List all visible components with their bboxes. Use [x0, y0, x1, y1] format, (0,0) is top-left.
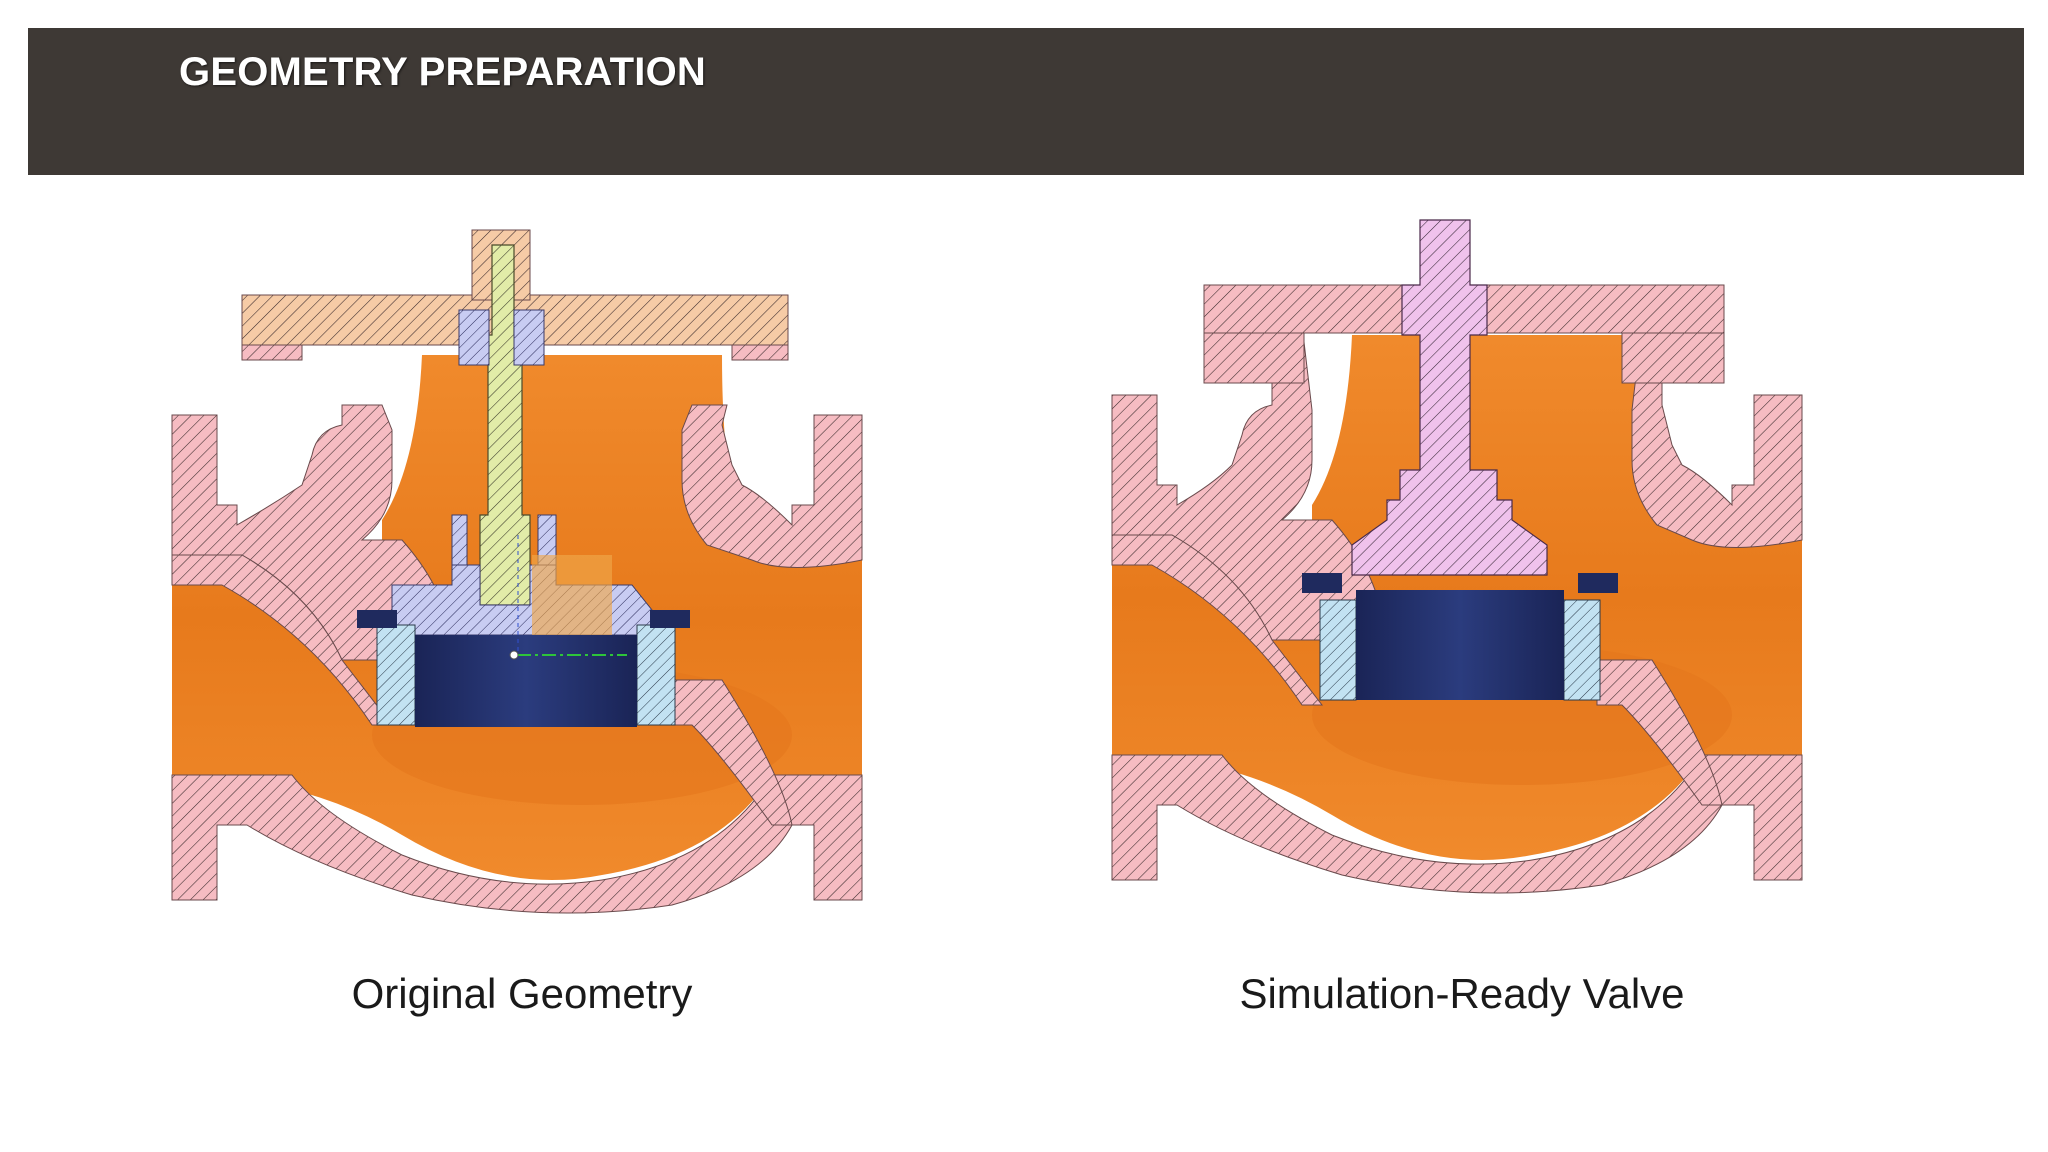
valve-stem: [1351, 219, 1548, 576]
valve-disc: [1356, 590, 1564, 700]
page-title: GEOMETRY PREPARATION: [179, 50, 707, 94]
caption-original: Original Geometry: [351, 970, 693, 1017]
seat-ring-right: [1563, 599, 1601, 701]
header-bar: [28, 28, 2024, 175]
seat-ring-right: [636, 624, 676, 726]
original-geometry-diagram: [162, 215, 882, 915]
valve-disc: [415, 635, 637, 727]
seat-ring-left: [1319, 599, 1357, 701]
caption-simulation-ready: Simulation-Ready Valve: [1239, 970, 1685, 1017]
simulation-ready-diagram: [1102, 215, 1822, 915]
seat-ring-left: [376, 624, 416, 726]
